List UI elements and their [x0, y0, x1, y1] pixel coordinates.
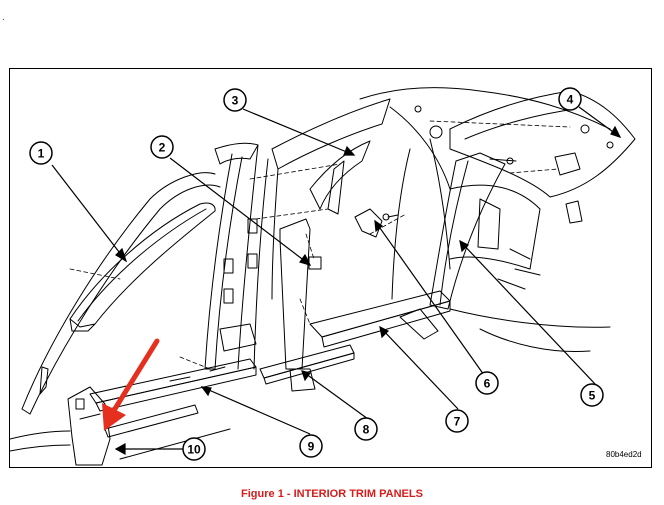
- windshield-outline: [21, 172, 221, 415]
- rear-sill-trim: [309, 290, 451, 348]
- b-pillar-lower-trim: [279, 218, 322, 392]
- svg-text:3: 3: [232, 94, 239, 108]
- floor-lines: [10, 428, 231, 460]
- callout-2: 2: [150, 135, 174, 159]
- rear-cabin: [359, 87, 611, 353]
- callout-4: 4: [558, 87, 582, 111]
- b-pillar-opening: [204, 142, 269, 370]
- svg-text:6: 6: [484, 377, 491, 391]
- callout-10: 10: [182, 437, 206, 461]
- callout-1: 1: [29, 141, 53, 165]
- b-pillar-upper-trim: [271, 98, 391, 300]
- front-sill-trim: [89, 358, 257, 438]
- corner-mark: .: [2, 12, 5, 23]
- phantom-lines: [69, 120, 571, 370]
- figure-reference-code: 80b4ed2d: [606, 450, 642, 459]
- leader-lines: [51, 106, 622, 456]
- c-pillar-lower-trim: [429, 152, 517, 310]
- callout-3: 3: [223, 88, 247, 112]
- svg-text:2: 2: [159, 141, 166, 155]
- cowl-side-panel: [67, 386, 111, 466]
- svg-text:9: 9: [308, 440, 315, 454]
- callout-5: 5: [580, 383, 604, 407]
- svg-text:4: 4: [567, 93, 574, 107]
- callout-6: 6: [475, 371, 499, 395]
- svg-text:8: 8: [363, 423, 370, 437]
- callout-9: 9: [299, 434, 323, 458]
- rear-shelf-trim: [449, 90, 636, 224]
- highlight-arrow: [102, 338, 160, 431]
- center-sill-trim: [259, 344, 355, 385]
- svg-text:7: 7: [454, 415, 461, 429]
- callout-7: 7: [445, 409, 469, 433]
- svg-text:10: 10: [187, 443, 201, 457]
- trim-panel-diagram: 1 2 3 4 5 6 7 8 9 10 80b4ed2d: [10, 87, 642, 466]
- svg-text:5: 5: [589, 389, 596, 403]
- figure-caption: Figure 1 - INTERIOR TRIM PANELS: [241, 488, 423, 500]
- svg-text:1: 1: [38, 147, 45, 161]
- a-pillar-trim: [69, 202, 216, 332]
- callout-8: 8: [354, 417, 378, 441]
- diagram-frame: 1 2 3 4 5 6 7 8 9 10 80b4ed2d: [9, 68, 652, 468]
